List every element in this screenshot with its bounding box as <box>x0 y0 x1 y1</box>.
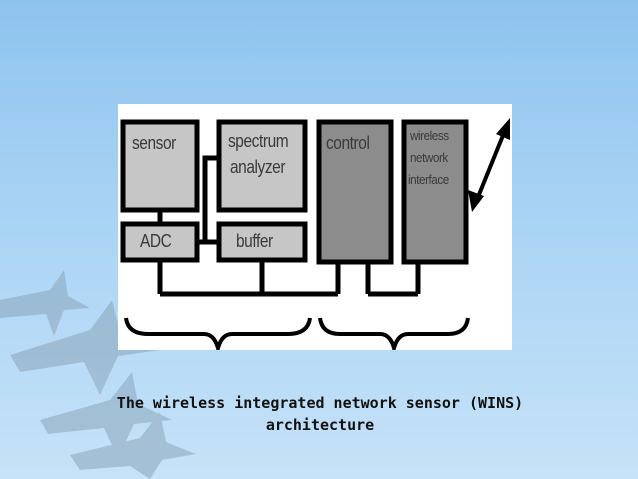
caption-line-2: architecture <box>265 416 375 434</box>
buffer-label: buffer <box>236 231 273 251</box>
right-brace <box>318 317 470 350</box>
buffer-block <box>216 221 308 263</box>
wireless-network-interface-block <box>401 119 469 265</box>
sensor-label: sensor <box>132 133 176 153</box>
slide-caption: The wireless integrated network sensor (… <box>60 392 580 436</box>
control-label: control <box>326 133 370 153</box>
adc-label: ADC <box>140 231 172 251</box>
spectrum-analyzer-block <box>216 119 308 213</box>
wins-architecture-diagram: sensor spectrum analyzer control wireles… <box>118 104 512 350</box>
antenna-arrow-icon <box>468 118 510 212</box>
caption-line-1: The wireless integrated network sensor (… <box>116 394 524 412</box>
control-block <box>316 119 394 265</box>
sensor-block <box>120 119 200 213</box>
left-brace <box>124 317 312 350</box>
connection-wires <box>157 155 421 297</box>
